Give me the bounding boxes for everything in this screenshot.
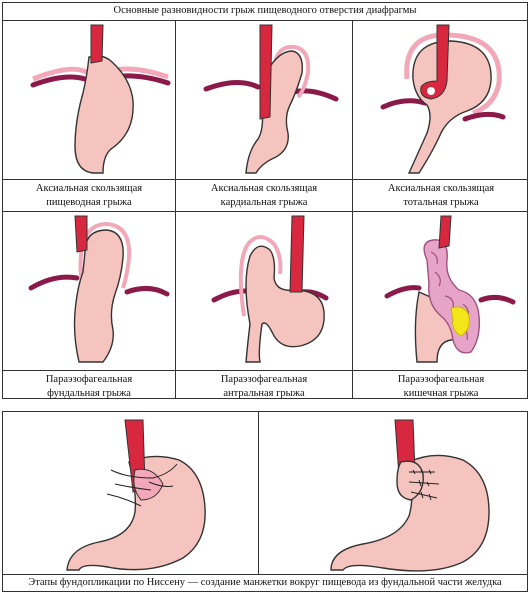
illustration-para-fundal xyxy=(28,215,170,363)
diaphragm xyxy=(28,274,170,297)
stomach xyxy=(66,455,206,571)
stomach xyxy=(245,245,325,363)
caption-axial-esophageal: Аксиальная скользящая пищеводная грыжа xyxy=(3,182,175,210)
esophageal-lumen xyxy=(427,87,435,95)
caption-line: Аксиальная скользящая xyxy=(35,183,143,194)
esophagus xyxy=(438,215,452,249)
illustration-para-intestinal xyxy=(384,215,516,363)
stomach xyxy=(407,40,492,174)
caption-line: кардиальная грыжа xyxy=(220,197,308,208)
caption-line: Аксиальная скользящая xyxy=(210,183,318,194)
bowel-content xyxy=(450,306,470,337)
caption-para-intestinal: Параэзофагеальная кишечная грыжа xyxy=(353,373,529,401)
illustration-fundoplication-stage-1 xyxy=(66,419,206,571)
caption-para-antral: Параэзофагеальная антральная грыжа xyxy=(176,373,352,401)
caption-line: Параэзофагеальная xyxy=(45,374,133,385)
caption-axial-cardiac: Аксиальная скользящая кардиальная грыжа xyxy=(176,182,352,210)
illustration-axial-total xyxy=(380,24,506,174)
esophagus xyxy=(420,24,450,100)
caption-line: Параэзофагеальная xyxy=(397,374,485,385)
illustration-axial-cardiac xyxy=(203,24,339,174)
esophagus xyxy=(259,24,273,120)
stomach xyxy=(74,55,134,174)
caption-divider-row2 xyxy=(3,370,527,371)
peritoneum xyxy=(238,235,283,317)
suture-line xyxy=(408,469,440,501)
peritoneum xyxy=(272,44,311,99)
row-divider xyxy=(3,211,527,212)
esophagus xyxy=(289,215,305,293)
bowel-folds xyxy=(430,251,469,341)
suture-threads xyxy=(106,463,178,507)
hernia-types-panel: Основные разновидности грыж пищеводного … xyxy=(2,2,528,399)
fundoplication-panel: Этапы фундопликации по Ниссену — создани… xyxy=(2,411,528,592)
diaphragm xyxy=(384,285,516,305)
column-divider-1 xyxy=(175,20,176,398)
caption-divider-bottom xyxy=(3,574,527,575)
diaphragm xyxy=(380,98,506,122)
stomach xyxy=(330,454,490,572)
caption-line: тотальная грыжа xyxy=(403,197,479,208)
esophagus xyxy=(74,215,88,253)
caption-line: пищеводная грыжа xyxy=(46,197,132,208)
caption-line: кишечная грыжа xyxy=(403,388,479,399)
caption-line: антральная грыжа xyxy=(223,388,305,399)
illustration-axial-esophageal xyxy=(30,24,171,174)
stomach xyxy=(245,50,303,174)
caption-para-fundal: Параэзофагеальная фундальная грыжа xyxy=(3,373,175,401)
stomach xyxy=(73,229,124,363)
caption-divider-row1 xyxy=(3,179,527,180)
illustration-para-antral xyxy=(211,215,329,363)
caption-line: фундальная грыжа xyxy=(47,388,131,399)
esophagus xyxy=(90,24,104,64)
caption-line: Параэзофагеальная xyxy=(220,374,308,385)
fundus-cuff xyxy=(396,460,424,501)
stage-divider xyxy=(258,412,259,575)
peritoneum xyxy=(404,32,502,116)
caption-line: Аксиальная скользящая xyxy=(387,183,495,194)
title-divider xyxy=(3,20,527,21)
column-divider-2 xyxy=(352,20,353,398)
illustration-fundoplication-stage-2 xyxy=(330,419,490,572)
fundoplication-caption: Этапы фундопликации по Ниссену — создани… xyxy=(28,577,502,588)
caption-axial-total: Аксиальная скользящая тотальная грыжа xyxy=(353,182,529,210)
panel-title: Основные разновидности грыж пищеводного … xyxy=(113,5,417,16)
